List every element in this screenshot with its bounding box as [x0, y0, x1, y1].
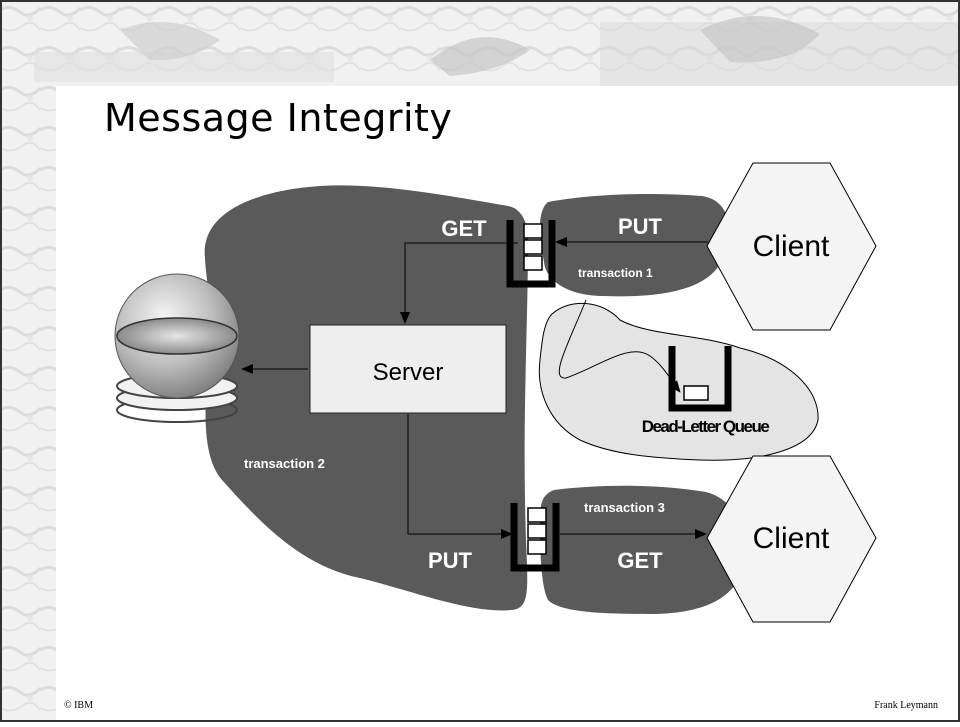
dead-letter-queue-icon [668, 346, 732, 412]
put-top-label: PUT [618, 214, 663, 239]
client-bottom-hexagon [706, 455, 877, 623]
get-top-label: GET [441, 216, 487, 241]
transaction-1-region [540, 194, 729, 297]
put-bottom-label: PUT [428, 548, 473, 573]
dead-letter-arrow [558, 299, 681, 393]
dead-letter-label: Dead-Letter Queue [642, 417, 770, 436]
server-to-queue-arrow [407, 414, 513, 539]
slide-title: Message Integrity [104, 96, 453, 140]
server-label: Server [373, 359, 444, 386]
transaction-2-label: transaction 2 [244, 456, 325, 471]
client-top-hexagon [706, 162, 877, 331]
footer-copyright: © IBM [64, 700, 93, 711]
transaction-3-region [540, 485, 745, 614]
client-bottom-label: Client [753, 522, 830, 555]
footer-author: Frank Leymann [874, 700, 938, 711]
transaction-1-label: transaction 1 [578, 266, 653, 280]
server-box [309, 324, 507, 414]
transaction-3-label: transaction 3 [584, 500, 665, 515]
client-top-label: Client [753, 230, 830, 263]
queue-top-icon [506, 220, 556, 288]
queue-bottom-icon [510, 503, 560, 572]
get-top-arrow [400, 242, 518, 324]
get-bottom-label: GET [617, 548, 663, 573]
flow-arrows [241, 237, 708, 539]
database-icon [114, 273, 240, 423]
